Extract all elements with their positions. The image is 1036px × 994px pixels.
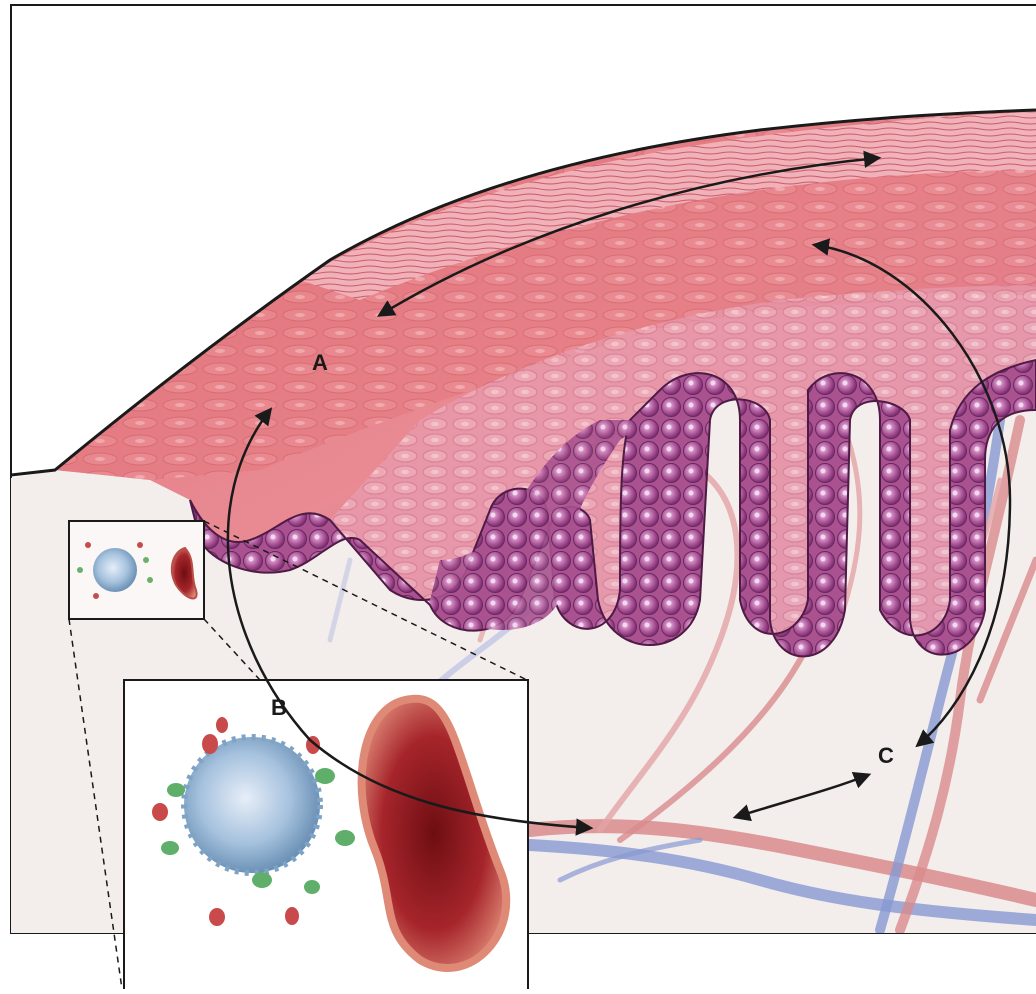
inset-small xyxy=(69,521,204,619)
inset-large xyxy=(124,680,528,989)
label-c: C xyxy=(878,745,894,767)
label-a: A xyxy=(312,352,328,374)
leukocyte-small xyxy=(93,548,137,592)
label-b: B xyxy=(271,697,287,719)
leukocyte-large xyxy=(184,737,320,873)
